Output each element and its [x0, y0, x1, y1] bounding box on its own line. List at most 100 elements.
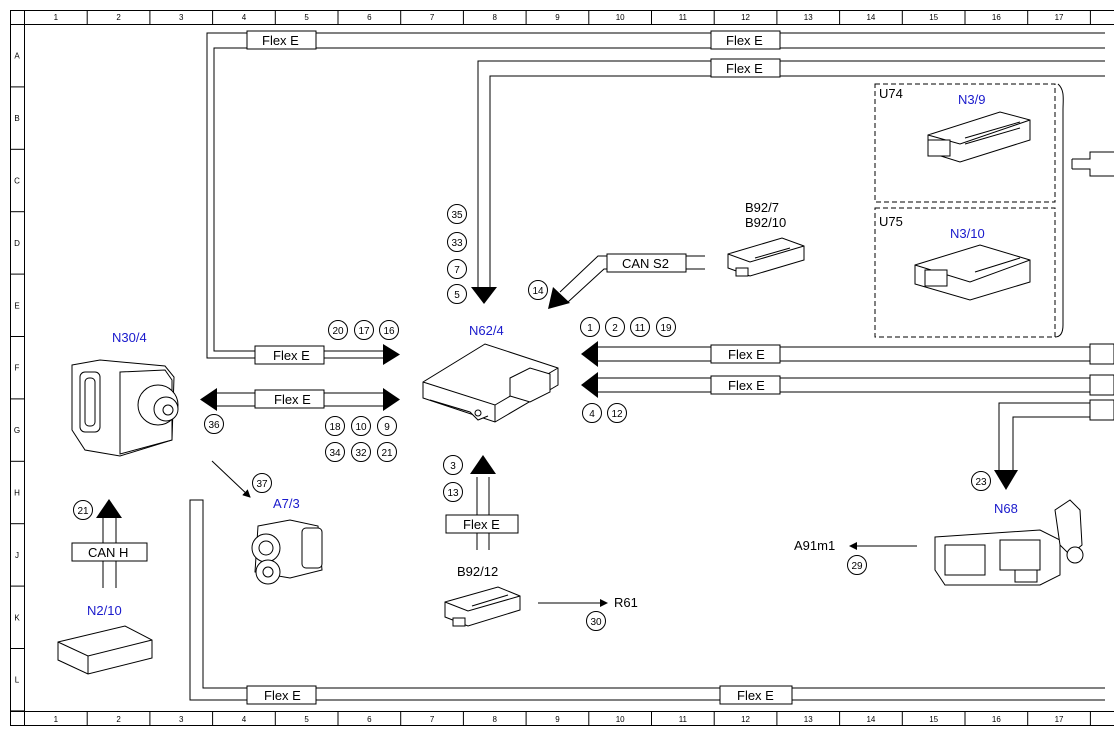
svg-text:17: 17: [358, 326, 370, 337]
marker: 12: [607, 403, 627, 423]
can-s2-label: CAN S2: [622, 256, 669, 271]
n3-10-label: N3/10: [950, 226, 985, 241]
column-ruler: 1122334455667788991010111112121313141415…: [24, 10, 1091, 726]
svg-text:35: 35: [451, 210, 463, 221]
row-letter: A: [14, 52, 20, 61]
u74-label: U74: [879, 86, 903, 101]
marker: 19: [656, 317, 676, 337]
column-number: 10: [616, 715, 625, 724]
a7-3-unit-illustration: [251, 519, 323, 585]
column-number: 14: [866, 13, 875, 22]
marker: 1: [580, 317, 600, 337]
flex-label: Flex E: [728, 347, 765, 362]
marker: 11: [630, 317, 650, 337]
svg-text:18: 18: [329, 422, 341, 433]
flex-label: Flex E: [274, 392, 311, 407]
svg-text:13: 13: [447, 488, 459, 499]
marker: 36: [204, 414, 224, 434]
marker: 5: [447, 284, 467, 304]
marker: 23: [971, 471, 991, 491]
column-number: 7: [430, 13, 435, 22]
n30-4-label: N30/4: [112, 330, 147, 345]
b92-12-sensor-illustration: [444, 586, 521, 627]
marker: 2: [605, 317, 625, 337]
svg-text:3: 3: [450, 461, 456, 472]
bus-arrowheads: [96, 287, 1018, 518]
column-number: 4: [242, 715, 247, 724]
svg-text:14: 14: [532, 286, 544, 297]
row-letter: G: [14, 426, 20, 435]
svg-text:32: 32: [355, 448, 367, 459]
column-number: 15: [929, 715, 938, 724]
flex-label: Flex E: [737, 688, 774, 703]
svg-text:2: 2: [612, 323, 618, 334]
column-number: 17: [1055, 13, 1064, 22]
column-number: 16: [992, 13, 1001, 22]
n62-4-label: N62/4: [469, 323, 504, 338]
marker: 37: [252, 473, 272, 493]
row-letter: E: [14, 301, 19, 310]
control-unit-groups: [874, 83, 1056, 338]
marker: 17: [354, 320, 374, 340]
column-number: 7: [430, 715, 435, 724]
drawing-frame: [10, 10, 1114, 726]
svg-text:20: 20: [332, 326, 344, 337]
row-letter: K: [14, 613, 20, 622]
b92-7-label: B92/7: [745, 200, 779, 215]
u75-label: U75: [879, 214, 903, 229]
can-h-label: CAN H: [88, 545, 128, 560]
row-letter: H: [14, 489, 20, 498]
flex-label: Flex E: [264, 688, 301, 703]
column-number: 11: [679, 13, 688, 22]
column-number: 5: [304, 715, 309, 724]
n3-9-unit-illustration: [927, 111, 1031, 163]
n3-10-unit-illustration: [914, 244, 1031, 301]
column-number: 14: [866, 715, 875, 724]
n3-9-label: N3/9: [958, 92, 985, 107]
column-number: 16: [992, 715, 1001, 724]
marker: 18: [325, 416, 345, 436]
n68-label: N68: [994, 501, 1018, 516]
b92-12-label: B92/12: [457, 564, 498, 579]
flex-label: Flex E: [726, 33, 763, 48]
column-number: 9: [555, 13, 560, 22]
marker: 3: [443, 455, 463, 475]
row-letter: D: [14, 239, 20, 248]
svg-text:9: 9: [384, 422, 390, 433]
column-number: 5: [304, 13, 309, 22]
flex-label: Flex E: [463, 517, 500, 532]
n2-10-label: N2/10: [87, 603, 122, 618]
svg-text:10: 10: [355, 422, 367, 433]
column-number: 6: [367, 13, 372, 22]
column-number: 4: [242, 13, 247, 22]
marker: 10: [351, 416, 371, 436]
a91m1-label: A91m1: [794, 538, 835, 553]
marker: 4: [582, 403, 602, 423]
a7-3-label: A7/3: [273, 496, 300, 511]
component-labels: N30/4 N62/4 A7/3 N2/10 U74 N3/9 U75 N3/1…: [87, 86, 1018, 618]
column-number: 3: [179, 715, 184, 724]
marker: 16: [379, 320, 399, 340]
column-number: 2: [116, 715, 121, 724]
svg-text:30: 30: [590, 617, 602, 628]
column-number: 13: [804, 715, 813, 724]
row-letter: B: [14, 114, 19, 123]
flex-label: Flex E: [726, 61, 763, 76]
column-number: 8: [493, 13, 498, 22]
marker: 32: [351, 442, 371, 462]
svg-text:4: 4: [589, 409, 595, 420]
column-number: 1: [54, 715, 59, 724]
marker: 21: [73, 500, 93, 520]
column-number: 13: [804, 13, 813, 22]
n62-4-unit-illustration: [422, 343, 559, 423]
svg-text:21: 21: [381, 448, 393, 459]
marker: 29: [847, 555, 867, 575]
column-number: 1: [54, 13, 59, 22]
svg-text:33: 33: [451, 238, 463, 249]
svg-text:21: 21: [77, 506, 89, 517]
row-letter: F: [15, 364, 20, 373]
svg-text:23: 23: [975, 477, 987, 488]
